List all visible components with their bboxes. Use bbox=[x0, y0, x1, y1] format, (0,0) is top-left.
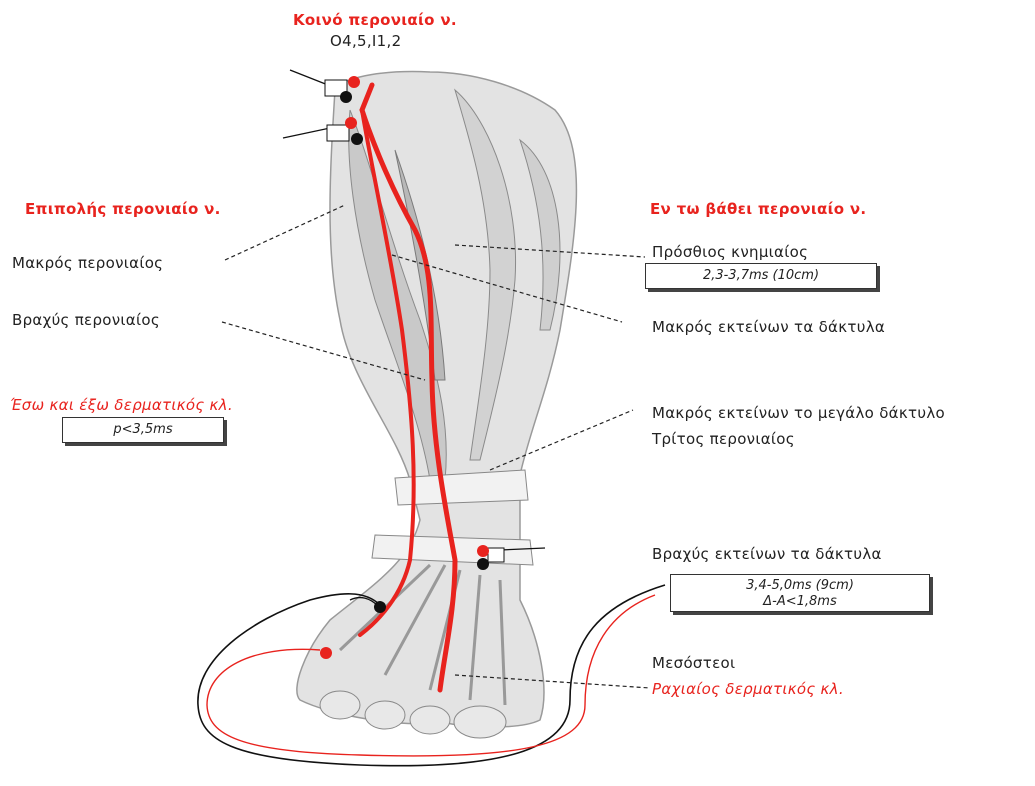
nerve-root-segments: Ο4,5,Ι1,2 bbox=[330, 32, 401, 50]
ext-hallucis-longus-label: Μακρός εκτείνων το μεγάλο δάκτυλο bbox=[652, 404, 945, 422]
ext-digitorum-brevis-label: Βραχύς εκτείνων τα δάκτυλα bbox=[652, 545, 882, 563]
superficial-peroneal-nerve-label: Επιπολής περονιαίο ν. bbox=[25, 200, 221, 218]
peroneus-brevis-label: Βραχύς περονιαίος bbox=[12, 311, 160, 329]
deep-peroneal-nerve-label: Εν τω βάθει περονιαίο ν. bbox=[650, 200, 866, 218]
leg-illustration bbox=[297, 72, 577, 738]
interossei-label: Μεσόστεοι bbox=[652, 654, 735, 672]
dorsal-cutaneous-label: Ραχιαίος δερματικός κλ. bbox=[652, 680, 844, 698]
ext-digitorum-longus-label: Μακρός εκτείνων τα δάκτυλα bbox=[652, 318, 885, 336]
cutaneous-branches-label: Έσω και έξω δερματικός κλ. bbox=[10, 396, 233, 414]
tibialis-latency-box: 2,3-3,7ms (10cm) bbox=[645, 263, 877, 289]
peroneus-longus-label: Μακρός περονιαίος bbox=[12, 254, 163, 272]
peroneus-tertius-label: Τρίτος περονιαίος bbox=[652, 430, 795, 448]
tibialis-anterior-label: Πρόσθιος κνημιαίος bbox=[652, 243, 808, 261]
sensory-latency-box: p<3,5ms bbox=[62, 417, 224, 443]
common-peroneal-nerve-title: Κοινό περονιαίο ν. bbox=[293, 11, 457, 29]
edb-latency-box: 3,4-5,0ms (9cm) Δ-Α<1,8ms bbox=[670, 574, 930, 612]
